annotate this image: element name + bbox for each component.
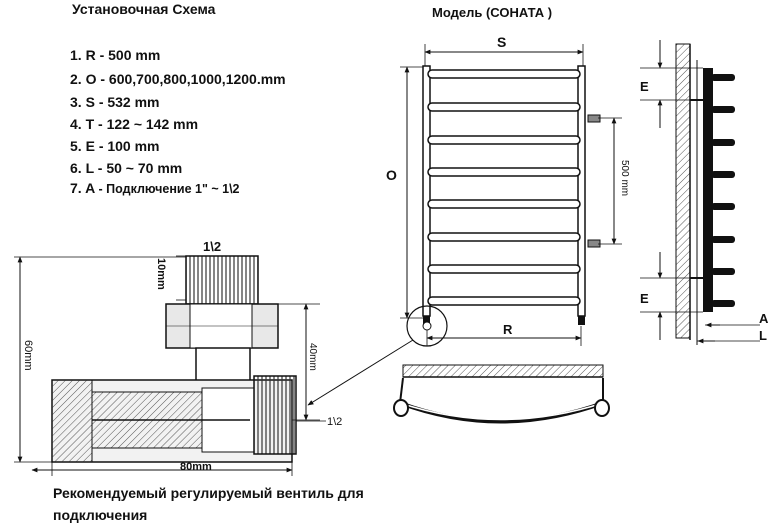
valve-top-thread: [185, 255, 259, 305]
dim-a-label: A: [759, 311, 769, 326]
spec-item: 4. T - 122 ~ 142 mm: [70, 116, 199, 132]
detail-pointer: [307, 339, 414, 406]
spec-item: 3. S - 532 mm: [70, 94, 160, 110]
wall-side-view: [675, 43, 691, 339]
valve-drawing: 1\2 10mm 60mm 40mm 1\2: [14, 239, 342, 476]
right-connection: [578, 316, 585, 325]
dim-r-label: R: [503, 322, 513, 337]
towel-rail-top-view: [393, 364, 610, 424]
towel-rail-front-view: S O 500 mm: [307, 34, 630, 406]
valve-40mm-label: 40mm: [307, 343, 318, 371]
spec-item: 1. R - 500 mm: [70, 47, 161, 63]
side-crossbars: [711, 74, 735, 307]
valve-side-thread-label: 1\2: [327, 416, 342, 428]
towel-rail-side-view: E E A L: [640, 40, 769, 345]
model-title: Модель (СОНАТА ): [432, 5, 553, 20]
bracket-bottom: [587, 239, 601, 248]
valve-80mm-label: 80mm: [180, 461, 212, 473]
detail-circle: [406, 305, 448, 347]
valve-caption-line1: Рекомендуемый регулируемый вентиль для: [53, 485, 364, 501]
spec-item: 5. E - 100 mm: [70, 138, 160, 154]
spec-item: 7. A - Подключение 1" ~ 1\2: [70, 180, 240, 196]
valve-60mm-label: 60mm: [22, 340, 34, 371]
bracket-top: [587, 114, 601, 123]
valve-10mm-label: 10mm: [155, 258, 167, 290]
wall-top-view: [402, 364, 604, 378]
dim-l-label: L: [759, 328, 767, 343]
dim-e-bottom-label: E: [640, 291, 649, 306]
dim-s-label: S: [497, 34, 506, 50]
crossbars: [427, 69, 581, 306]
diagram-title: Установочная Схема: [72, 1, 216, 17]
side-rail: [703, 68, 713, 312]
dim-o-label: O: [386, 167, 397, 183]
spec-item: 6. L - 50 ~ 70 mm: [70, 160, 183, 176]
dim-500-label: 500 mm: [619, 160, 630, 196]
left-connection: [423, 316, 430, 325]
dim-e-top-label: E: [640, 79, 649, 94]
valve-side-thread: [253, 375, 297, 455]
valve-caption-line2: подключения: [53, 507, 148, 523]
valve-top-thread-label: 1\2: [203, 239, 221, 254]
spec-item: 2. O - 600,700,800,1000,1200.mm: [70, 71, 286, 87]
